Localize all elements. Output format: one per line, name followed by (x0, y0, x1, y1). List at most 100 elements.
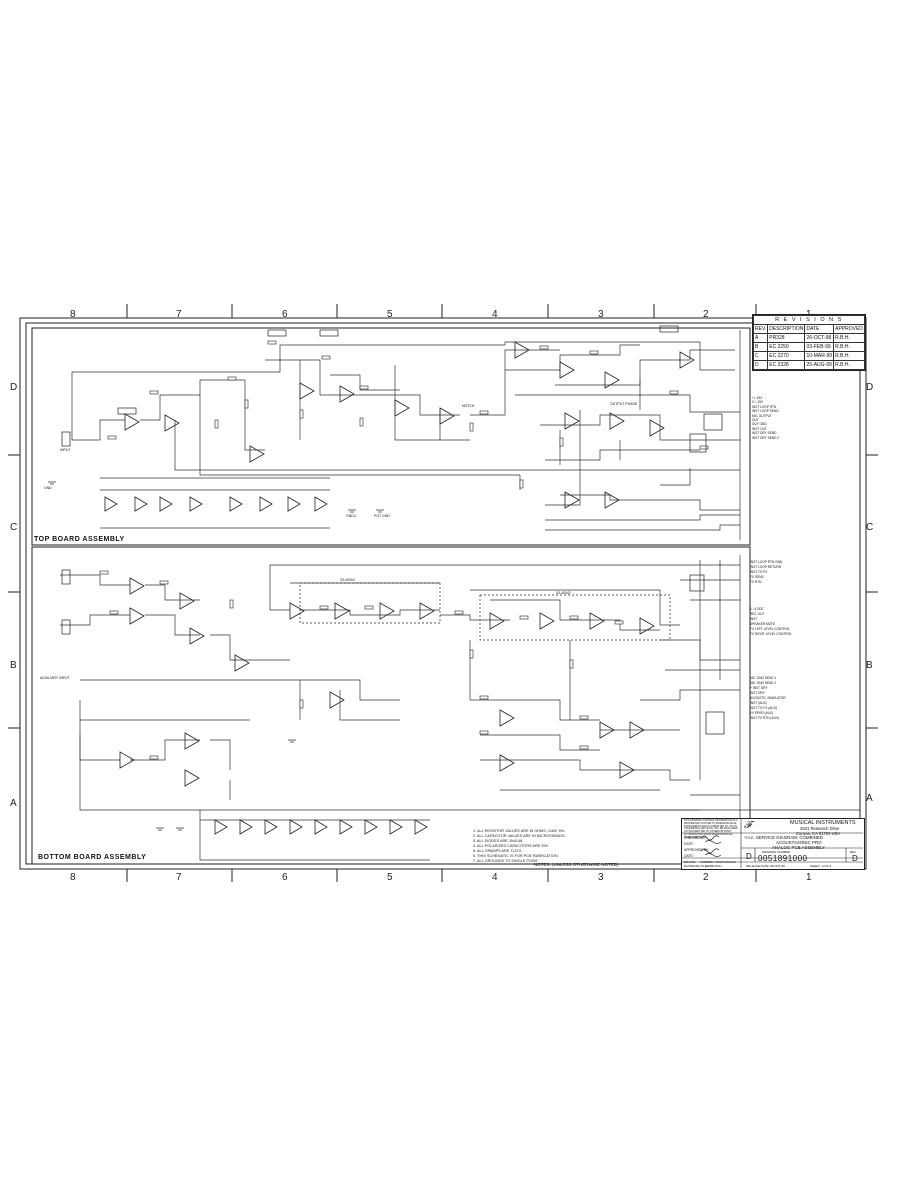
zone-bottom-3: 3 (598, 872, 604, 883)
connector-label: +/- 15V (752, 396, 763, 400)
row-left-C: C (10, 522, 18, 533)
resistor-group-1: 33-40004 (340, 578, 355, 582)
gnd2-label: GND2 (346, 514, 356, 518)
note-item: 5. ALL OPAMPS ARE TL072. (473, 849, 523, 853)
connector-label: INST LOOP SEND (752, 409, 779, 414)
notes-sublabel: (UNLESS OTHERWISE NOTED) (552, 862, 619, 867)
description-header: DESCRIPTION (767, 324, 806, 334)
rev-label: REV. (850, 850, 857, 854)
connector-label: INST TO FX (750, 570, 768, 574)
row-right-A: A (866, 793, 873, 804)
connector-label: INST DRY SEND 2 (752, 435, 780, 440)
connector-label: OUT (752, 418, 759, 423)
connector-label: 0 / -15V (752, 400, 764, 405)
connector-label: 1 / 4 VDC (750, 607, 764, 611)
row-left-D: D (10, 382, 18, 393)
inner-frame (25, 322, 861, 865)
row-left-B: B (10, 660, 17, 671)
description-cell: EC 2250 (767, 342, 806, 352)
connector-label: MIC GND SEND 2 (750, 681, 777, 685)
approved-cell: R.B.H. (833, 360, 865, 370)
drawing-number-label: DRAWING NUMBER (762, 850, 791, 854)
approved-header: APPROVED (833, 324, 865, 334)
size-value: D (746, 852, 752, 861)
row-left-A: A (10, 798, 17, 809)
connector-label: FX RIGHT LEVEL CONTROL (750, 632, 792, 636)
zone-bottom-1: 1 (806, 872, 812, 883)
zone-top-5: 5 (387, 309, 393, 320)
revision-row: C EC 2270 10-MAR-99 R.B.H. (752, 351, 865, 361)
rev-value: D (852, 854, 858, 863)
connector-label: INST DRY (750, 691, 765, 695)
row-right-C: C (866, 522, 874, 533)
note-item: 1. ALL RESISTOR VALUES ARE IN OHMS, 1/4W… (473, 829, 566, 833)
revision-row: B EC 2250 03-FEB-99 R.B.H. (752, 342, 865, 352)
zone-bottom-7: 7 (176, 872, 182, 883)
rev-cell: A (752, 333, 769, 343)
note-item: 3. ALL DIODES ARE 1N4148. (473, 839, 524, 843)
zone-top-8: 8 (70, 309, 76, 320)
outer-frame (19, 317, 867, 870)
company-address-2: Corona, CA 91720 USA (796, 831, 841, 836)
release-label: RELEASE DATE: (746, 864, 770, 868)
title-label: TITLE: (744, 836, 755, 840)
sheet-label: SHEET (810, 864, 821, 868)
notes-block: 1. ALL RESISTOR VALUES ARE IN OHMS, 1/4W… (473, 829, 673, 865)
rev-cell: B (752, 342, 769, 352)
connector-label: INST DRY SEND (752, 431, 777, 436)
connector-label: INST (AUX) (750, 701, 767, 705)
database-file: 32880.DSN (706, 864, 722, 868)
date-header: DATE (804, 324, 835, 334)
revisions-title: R E V I S I O N S (753, 315, 865, 325)
rev-cell: D (752, 360, 769, 370)
approved-cell: R.B.H. (833, 351, 865, 361)
rev-cell: C (752, 351, 769, 361)
connector-label: REC OUT (750, 612, 765, 616)
title-line-1: SERVICE DIAGRAM, COMBINED (756, 835, 824, 840)
date-cell: 10-MAR-99 (804, 351, 835, 361)
revision-row: A PR328 26-OCT-98 R.B.H. (752, 333, 865, 343)
company-address-1: 2831 Research Drive (800, 826, 840, 831)
output-phase-label: OUTPUT PHASE (610, 402, 638, 406)
note-item: 2. ALL CAPACITOR VALUES ARE IN MICROFARA… (473, 834, 566, 838)
zone-bottom-6: 6 (282, 872, 288, 883)
description-cell: EC 2328 (767, 360, 806, 370)
connector-label: + INST DRY (750, 686, 768, 690)
zone-bottom-8: 8 (70, 872, 76, 883)
description-cell: EC 2270 (767, 351, 806, 361)
resistor-group-2: 33-40042 (556, 591, 571, 595)
note-item: 7. ALL GROUNDS TO SINGLE POINT. (473, 859, 539, 863)
title-block-lines (681, 818, 863, 868)
date-cell: 26-OCT-98 (804, 333, 835, 343)
drawing-number: 0051891000 (758, 854, 808, 863)
bottom-board-box (31, 546, 751, 865)
connector-label: FX RTN (750, 580, 762, 584)
connector-label: +V SPKR (AUX) (750, 711, 774, 715)
revision-row: D EC 2328 25-AUG-99 R.B.H. (752, 360, 865, 370)
zone-bottom-5: 5 (387, 872, 393, 883)
connector-label: INST TO FX (AUX) (750, 706, 777, 710)
bottom-board-label: BOTTOM BOARD ASSEMBLY (38, 854, 147, 861)
row-right-B: B (866, 660, 873, 671)
note-item: 6. THIS SCHEMATIC IS FOR PCB FABRICATION… (473, 854, 559, 858)
zone-top-7: 7 (176, 309, 182, 320)
zone-top-4: 4 (492, 309, 498, 320)
database-label: DATABASE FILE: (684, 864, 708, 868)
auxiliary-label: AUXILIARY INPUT (40, 676, 70, 680)
sheet-value: 2 OF 2 (822, 864, 832, 868)
note-item: 4. ALL POLARIZED CAPACITORS ARE 25V. (473, 844, 549, 848)
rev-header: REV. (752, 324, 769, 334)
approved-cell: R.B.H. (833, 342, 865, 352)
zone-top-3: 3 (598, 309, 604, 320)
notch-label: NOTCH (462, 404, 475, 408)
zone-bottom-2: 2 (703, 872, 709, 883)
connector-label: INST (750, 617, 758, 621)
checked-date-label: DATE: (684, 842, 694, 846)
gnd-label: GND (44, 486, 52, 490)
date-cell: 25-AUG-99 (804, 360, 835, 370)
approved-by-label: APPROVED BY: (684, 848, 710, 852)
connector-label: OUT GND (752, 422, 767, 427)
approved-date-label: DATE: (684, 854, 694, 858)
fender-logo: 𝓕 (744, 820, 752, 831)
